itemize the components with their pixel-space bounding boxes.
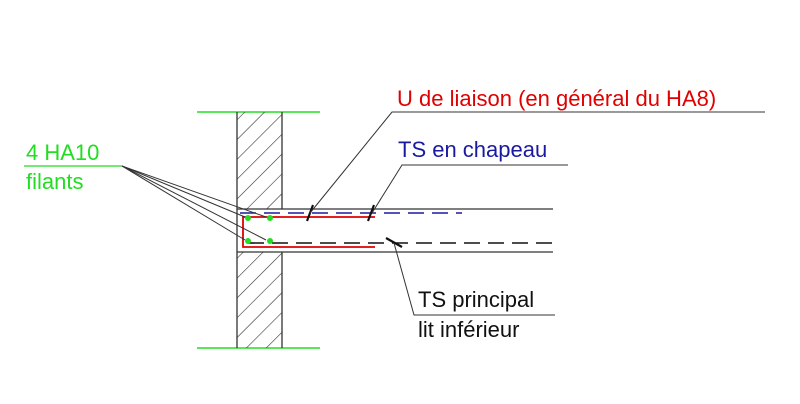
u-liaison-label: U de liaison (en général du HA8) (397, 86, 716, 111)
ha10-bar-dot (267, 238, 273, 244)
u-liaison-leader (309, 111, 765, 214)
ts-chapeau-leader (371, 164, 568, 214)
ha10-bars (245, 215, 273, 244)
ha10-label-line2: filants (26, 169, 83, 194)
ha10-label-line1: 4 HA10 (26, 140, 99, 165)
ts-principal-tick (385, 237, 403, 248)
ha10-bar-dot (245, 215, 251, 221)
wall-upper (236, 112, 283, 209)
ha10-bar-dot (245, 238, 251, 244)
ts-principal-label-line2: lit inférieur (418, 317, 519, 342)
ha10-leader (121, 165, 246, 241)
ha10-leader (121, 165, 267, 241)
ts-chapeau-label: TS en chapeau (398, 137, 547, 162)
ha10-leader (121, 165, 246, 218)
ha10-bar-dot (267, 215, 273, 221)
ts-chapeau-tick (366, 204, 376, 222)
ts-principal-leader (393, 242, 555, 316)
ts-principal-label-line1: TS principal (418, 287, 534, 312)
ha10-leader (121, 165, 267, 218)
wall-lower (236, 252, 283, 348)
